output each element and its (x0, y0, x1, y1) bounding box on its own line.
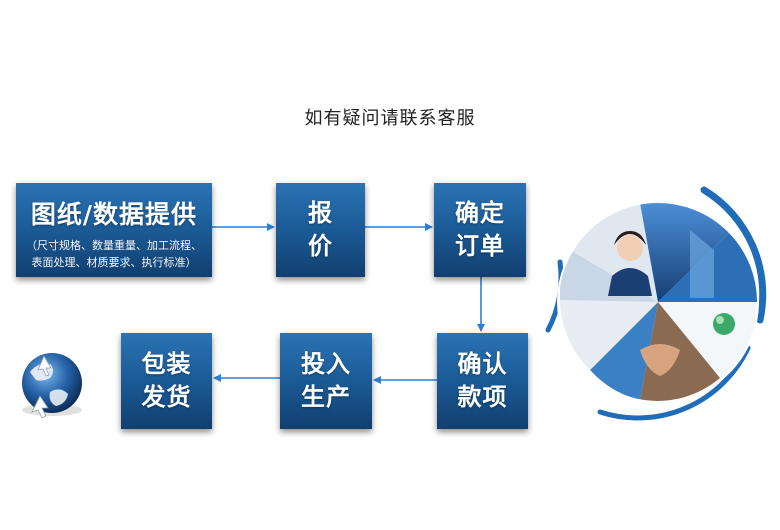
step-2-line-2: 价 (308, 232, 333, 260)
step-drawing-data: 图纸/数据提供 （尺寸规格、数量重量、加工流程、 表面处理、材质要求、执行标准） (16, 183, 212, 277)
step-4-line-2: 款项 (457, 383, 508, 411)
step-3-line-1: 确定 (455, 199, 505, 227)
step-2-line-1: 报 (308, 199, 333, 227)
step-confirm-order: 确定 订单 (434, 183, 526, 277)
step-3-line-2: 订单 (455, 232, 505, 260)
step-1-detail-2: 表面处理、材质要求、执行标准） (31, 256, 197, 269)
step-confirm-payment: 确认 款项 (437, 333, 528, 429)
step-5-line-2: 生产 (301, 383, 351, 411)
step-6-line-2: 发货 (141, 383, 192, 411)
step-4-line-1: 确认 (457, 350, 508, 378)
step-ship: 包装 发货 (121, 333, 212, 429)
step-1-title: 图纸/数据提供 (30, 200, 198, 229)
step-quote: 报 价 (276, 183, 365, 277)
step-5-line-1: 投入 (301, 350, 351, 378)
step-6-line-1: 包装 (141, 350, 192, 378)
step-1-detail-1: （尺寸规格、数量重量、加工流程、 (26, 239, 202, 252)
headline: 如有疑问请联系客服 (304, 108, 476, 129)
step-production: 投入 生产 (280, 333, 372, 429)
